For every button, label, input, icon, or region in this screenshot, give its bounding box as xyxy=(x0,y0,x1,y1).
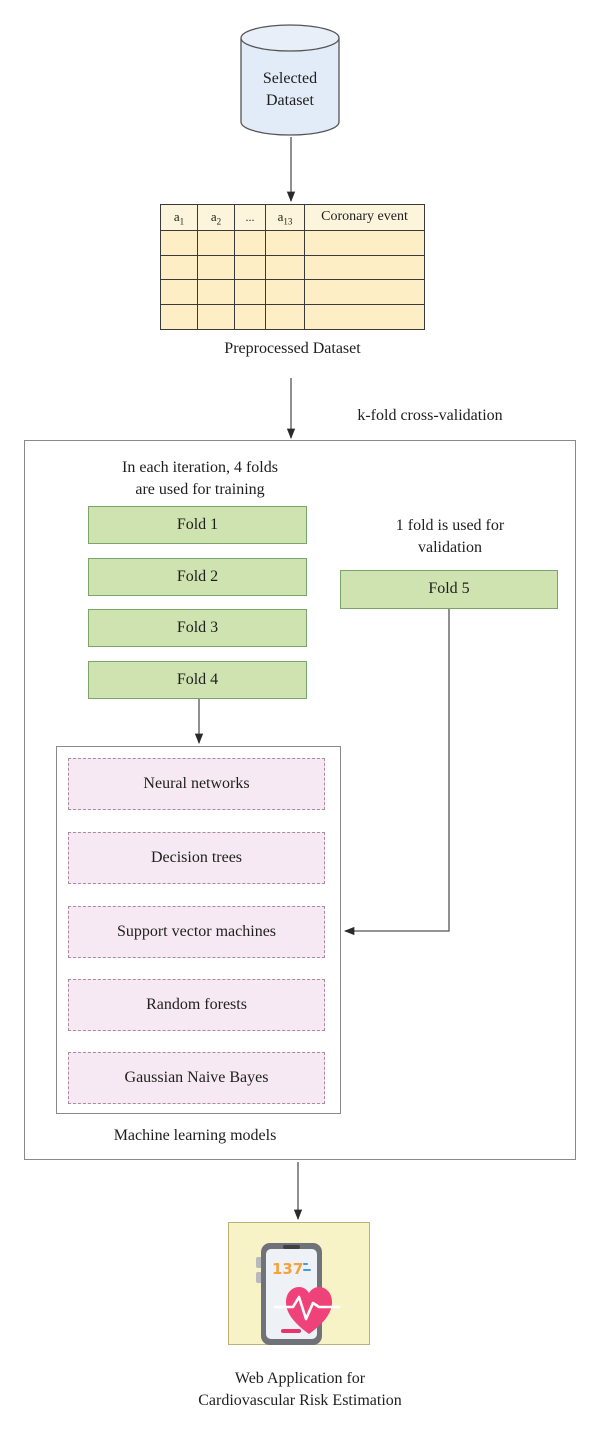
dataset-label-line1: Selected xyxy=(262,70,318,87)
dataset-cylinder xyxy=(240,24,340,136)
cv-label: k-fold cross-validation xyxy=(357,407,503,424)
table-header-row: a1 a2 ... a13 Coronary event xyxy=(160,204,425,231)
models-box xyxy=(56,746,341,1114)
web-app-caption-line1: Web Application for xyxy=(234,1370,366,1387)
dataset-label-line2: Dataset xyxy=(266,92,314,109)
training-caption-line2: are used for training xyxy=(135,481,265,498)
validation-caption-line1: 1 fold is used for xyxy=(395,517,505,534)
cross-validation-frame xyxy=(24,440,576,1160)
table-row xyxy=(160,304,425,330)
models-caption: Machine learning models xyxy=(113,1127,277,1144)
validation-caption-line2: validation xyxy=(418,539,482,556)
fold-5: Fold 5 xyxy=(340,570,558,609)
header-ellipsis: ... xyxy=(234,204,266,231)
preprocessed-dataset-label: Preprocessed Dataset xyxy=(224,340,361,357)
table-row xyxy=(160,229,425,256)
web-app-caption: Web Application for Cardiovascular Risk … xyxy=(140,1368,460,1412)
header-a1: a1 xyxy=(160,204,198,231)
dataset-label: Selected Dataset xyxy=(240,68,340,112)
validation-caption: 1 fold is used for validation xyxy=(340,515,560,559)
screen-value: 137 xyxy=(272,1260,303,1278)
training-caption-line1: In each iteration, 4 folds xyxy=(122,459,278,476)
model-random-forests: Random forests xyxy=(68,979,325,1031)
model-support-vector-machines: Support vector machines xyxy=(68,906,325,958)
fold-4: Fold 4 xyxy=(88,661,307,699)
phone-heart-icon: 137 xyxy=(256,1243,341,1345)
table-row xyxy=(160,279,425,306)
web-app-caption-line2: Cardiovascular Risk Estimation xyxy=(198,1392,402,1409)
fold-3: Fold 3 xyxy=(88,609,307,647)
fold-1: Fold 1 xyxy=(88,506,307,544)
training-caption: In each iteration, 4 folds are used for … xyxy=(80,457,320,501)
header-a13: a13 xyxy=(265,204,305,231)
model-neural-networks: Neural networks xyxy=(68,758,325,810)
preprocessed-table: a1 a2 ... a13 Coronary event xyxy=(160,204,425,330)
header-coronary-event: Coronary event xyxy=(304,204,425,231)
web-app-box: 137 xyxy=(228,1222,370,1345)
header-a2: a2 xyxy=(197,204,235,231)
fold-2: Fold 2 xyxy=(88,558,307,596)
arrow-fold5-to-models xyxy=(343,609,450,936)
model-gaussian-naive-bayes: Gaussian Naive Bayes xyxy=(68,1052,325,1104)
model-decision-trees: Decision trees xyxy=(68,832,325,884)
table-row xyxy=(160,254,425,281)
